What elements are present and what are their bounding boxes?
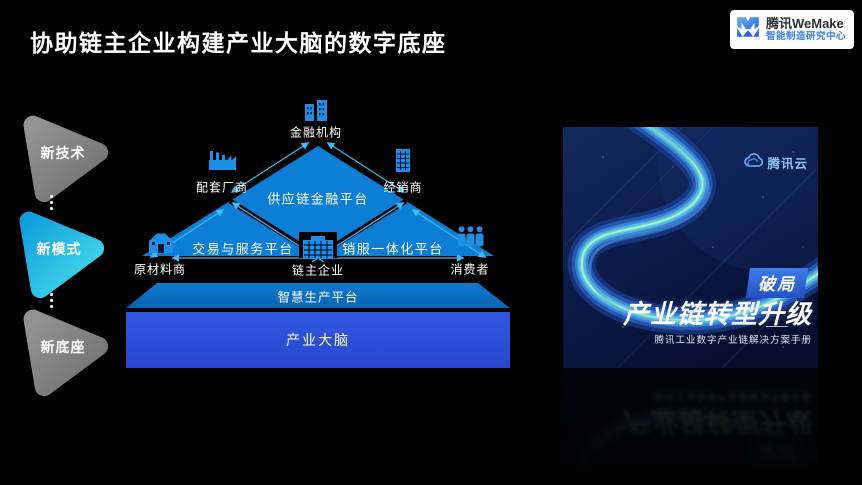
industry-brain-shape (126, 312, 510, 368)
triangle-shape (23, 309, 109, 397)
badge-label: 破局 (758, 275, 797, 294)
pillar-label: 新模式 (36, 241, 82, 258)
chain-owner-building-icon (303, 236, 333, 259)
dealer-node-label: 经销商 (383, 180, 423, 195)
production-platform-label: 智慧生产平台 (277, 290, 359, 305)
financial-node-label: 金融机构 (289, 125, 343, 140)
production-platform-shape (126, 283, 510, 308)
dotted-connector (50, 293, 53, 308)
triangle-shape (19, 211, 105, 299)
brochure-card: 腾讯云 破局 产业链转型升级 腾讯工业数字产业链解决方案手册 (563, 127, 818, 368)
wemake-logo-badge: 腾讯WeMake 智能制造研究中心 (729, 10, 854, 49)
cloud-icon (744, 153, 764, 172)
brochure-headline: 产业链转型升级 (622, 299, 812, 329)
wemake-m-icon (735, 14, 761, 45)
consumer-node-label: 消费者 (450, 262, 490, 277)
dealer-building-icon (394, 149, 412, 172)
factory-icon (207, 149, 237, 172)
tencent-cloud-label: 腾讯云 (767, 157, 808, 171)
barn-icon (148, 232, 174, 253)
particle-dots (582, 151, 804, 348)
consumers-people-icon (457, 226, 484, 247)
industry-chain-diagram: 金融机构 配套厂商 经销商 供应链金融平台 交易与服务平台 销服一体化平台 原材… (115, 95, 535, 380)
sales-platform-label: 销服一体化平台 (342, 241, 444, 257)
triangle-shape (23, 115, 109, 203)
material-node-label: 原材料商 (133, 262, 187, 277)
brochure-reflection: 破局 产业链转型升级 腾讯工业数字产业链解决方案手册 (563, 368, 818, 485)
chain-owner-label: 链主企业 (291, 263, 345, 278)
wemake-logo-subtitle: 智能制造研究中心 (765, 30, 846, 42)
trade-platform-label: 交易与服务平台 (192, 241, 294, 257)
supplier-node-label: 配套厂商 (195, 180, 249, 195)
industry-brain-label: 产业大脑 (286, 332, 350, 348)
pillar-new-foundation: 新底座 (16, 304, 110, 397)
ribbon-curve (567, 127, 818, 335)
caption-divider (766, 326, 788, 327)
pillar-label: 新底座 (40, 339, 86, 356)
pillar-new-technology: 新技术 (16, 110, 110, 203)
wemake-logo: 腾讯WeMake 智能制造研究中心 (729, 10, 854, 49)
pillar-label: 新技术 (40, 145, 86, 162)
tencent-cloud-logo: 腾讯云 (744, 153, 808, 172)
finance-platform-label: 供应链金融平台 (267, 191, 369, 207)
dotted-connector (50, 195, 53, 210)
bank-icon (304, 100, 328, 121)
wemake-logo-title: 腾讯WeMake (765, 15, 844, 31)
page-title: 协助链主企业构建产业大脑的数字底座 (30, 30, 447, 56)
pillar-new-mode: 新模式 (12, 206, 106, 299)
brochure-caption: 腾讯工业数字产业链解决方案手册 (654, 335, 812, 346)
reflection-fade (563, 368, 818, 485)
